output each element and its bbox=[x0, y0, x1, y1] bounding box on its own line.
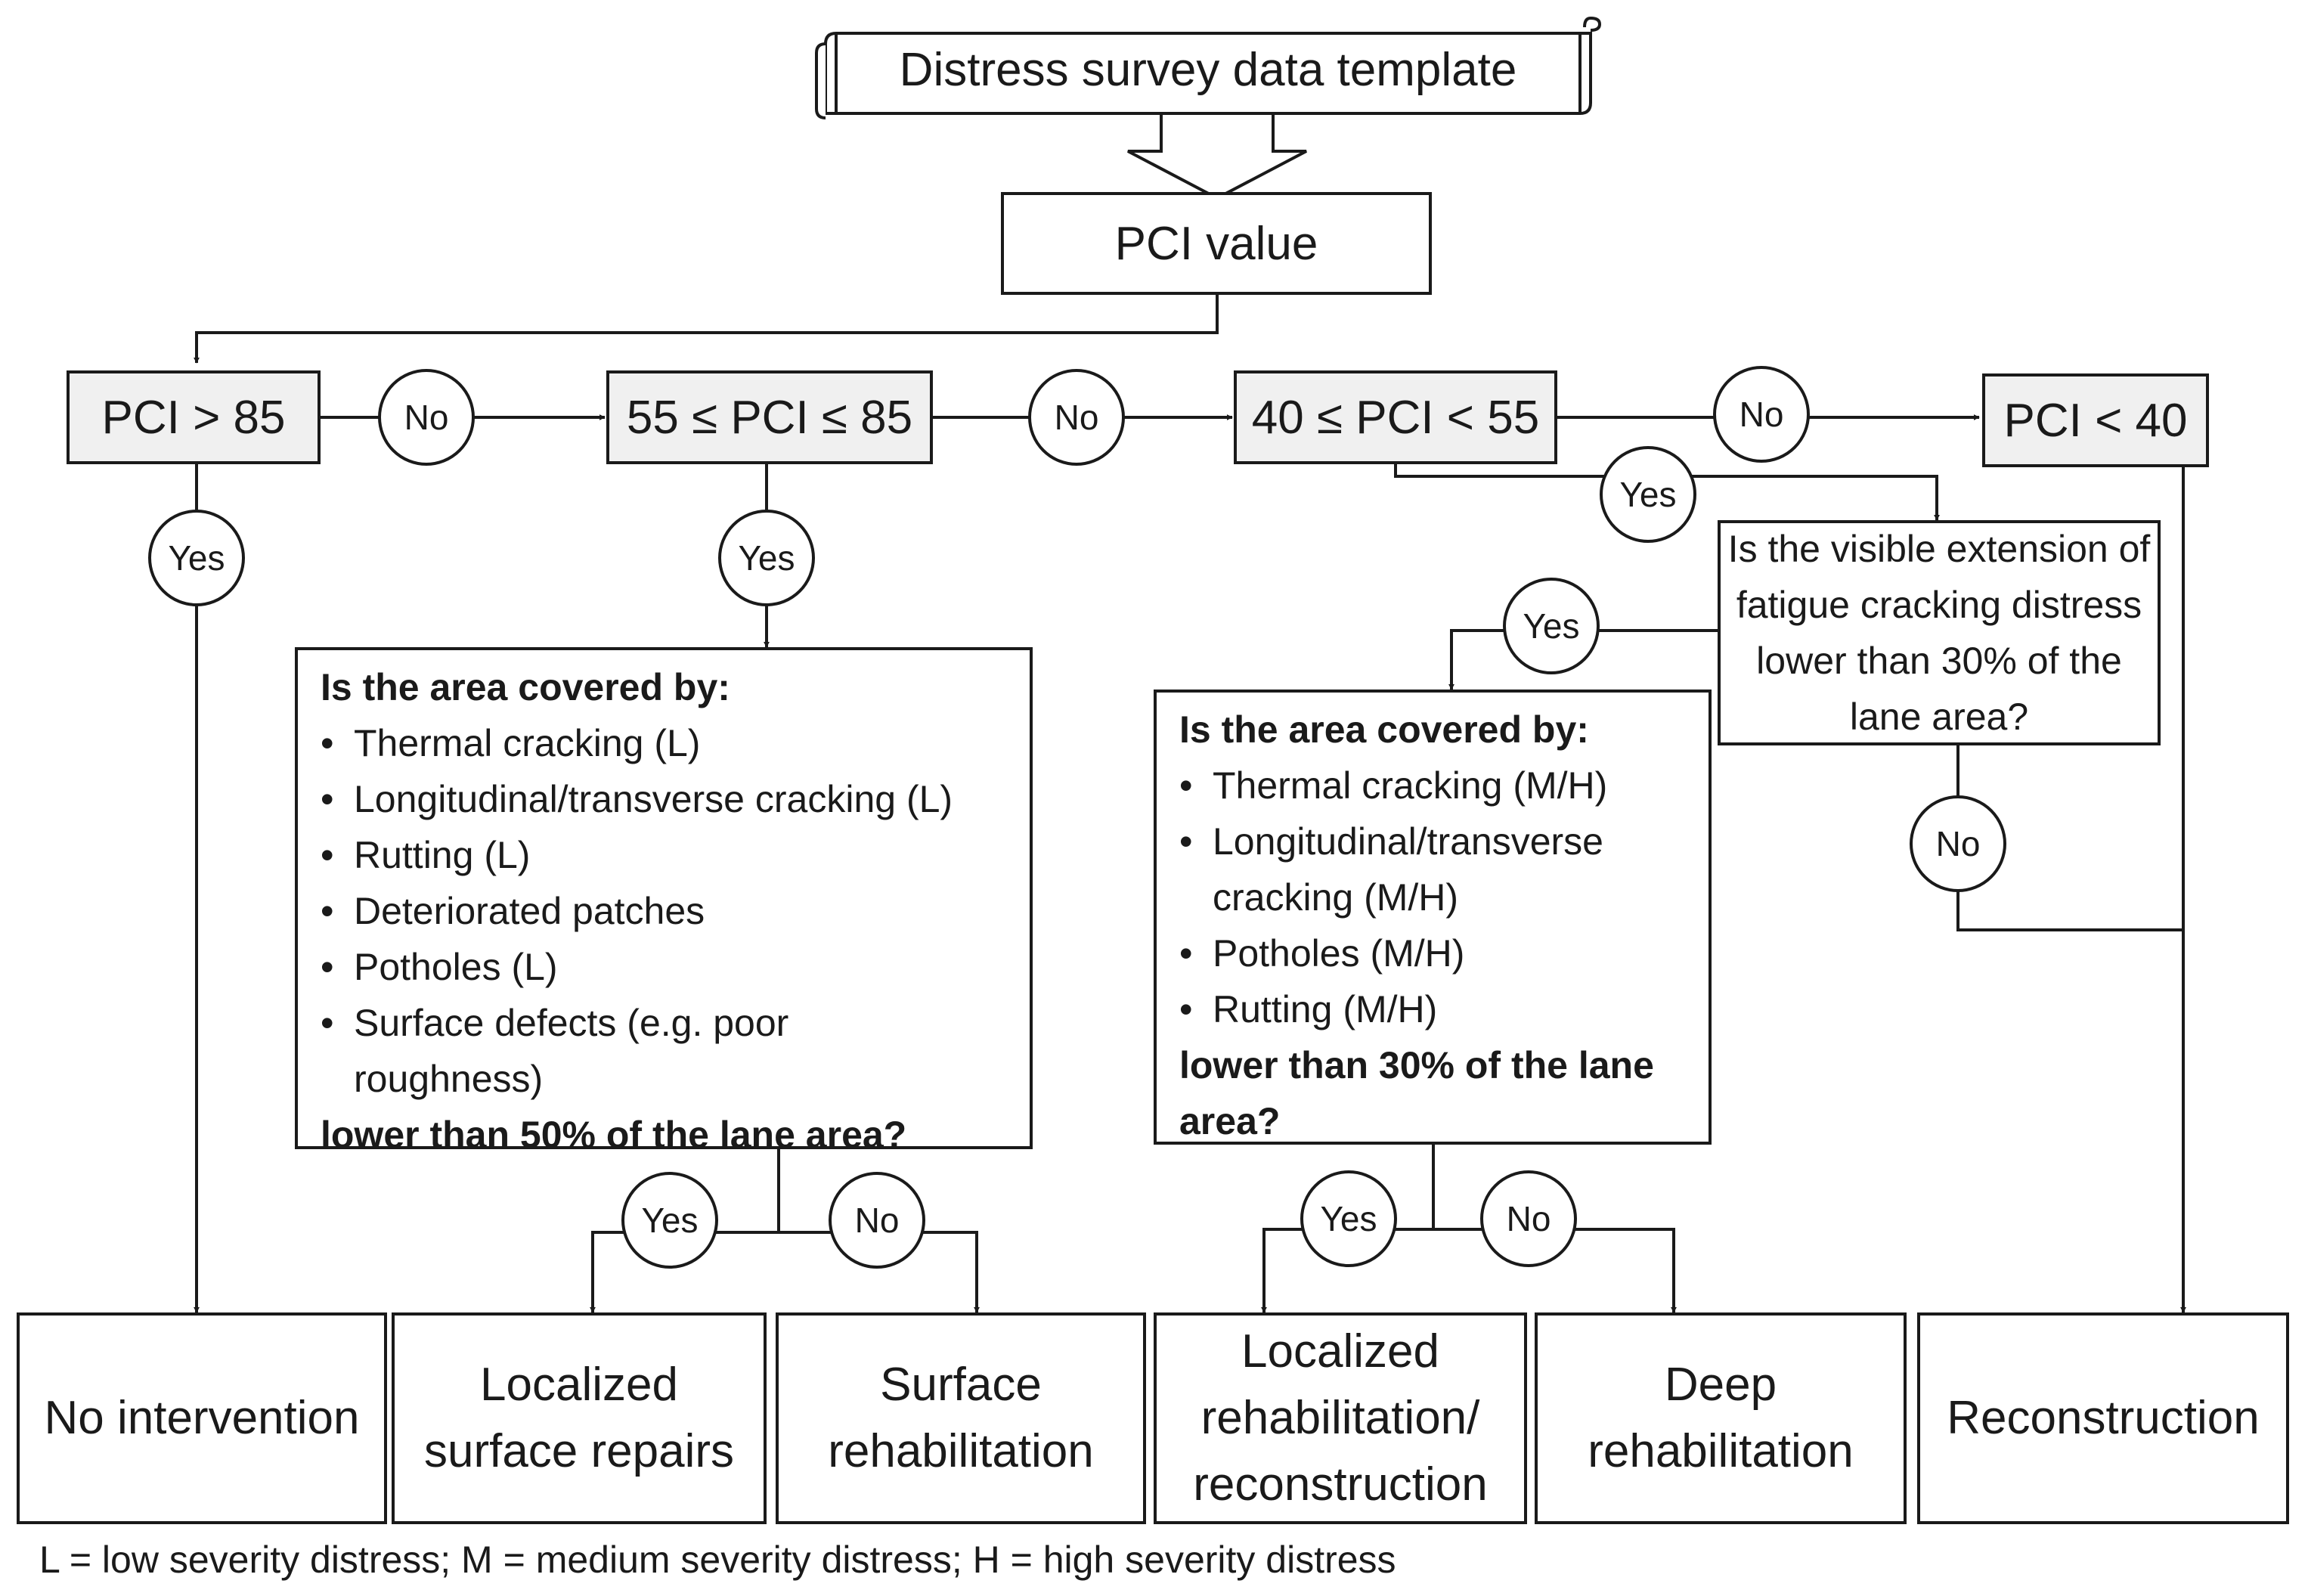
title-scroll: Distress survey data template bbox=[826, 29, 1591, 110]
list-item: Thermal cracking (M/H) bbox=[1179, 758, 1709, 813]
outcome-surface-rehabilitation: Surface rehabilitation bbox=[776, 1312, 1146, 1524]
question-footer: lower than 30% of the lane area? bbox=[1179, 1044, 1654, 1142]
no-decision-circle: No bbox=[378, 369, 475, 466]
no-decision-circle: No bbox=[829, 1172, 925, 1269]
list-item: Surface defects (e.g. poor roughness) bbox=[321, 995, 823, 1107]
yes-decision-circle: Yes bbox=[1300, 1170, 1397, 1267]
no-decision-circle: No bbox=[1713, 366, 1810, 463]
list-item: Thermal cracking (L) bbox=[321, 715, 1030, 771]
criterion-pci-above-85: PCI > 85 bbox=[67, 370, 321, 464]
yes-decision-circle: Yes bbox=[148, 510, 245, 606]
arrow-pci-to-crit1 bbox=[194, 295, 1219, 364]
question-box-distress-30pct: Is the area covered by: Thermal cracking… bbox=[1154, 690, 1712, 1145]
criterion-pci-55-85: 55 ≤ PCI ≤ 85 bbox=[606, 370, 933, 464]
yes-decision-circle: Yes bbox=[718, 510, 815, 606]
question-footer: lower than 50% of the lane area? bbox=[321, 1114, 907, 1156]
distress-list: Thermal cracking (M/H) Longitudinal/tran… bbox=[1179, 758, 1709, 1037]
list-item: Longitudinal/transverse cracking (L) bbox=[321, 771, 1030, 827]
yes-decision-circle: Yes bbox=[621, 1172, 718, 1269]
yes-decision-circle: Yes bbox=[1503, 578, 1600, 674]
list-item: Rutting (L) bbox=[321, 827, 1030, 883]
outcome-deep-rehabilitation: Deep rehabilitation bbox=[1535, 1312, 1907, 1524]
big-down-arrow bbox=[1127, 112, 1307, 200]
no-decision-circle: No bbox=[1028, 369, 1125, 466]
question-box-fatigue-cracking: Is the visible extension of fatigue crac… bbox=[1718, 520, 2161, 745]
yes-decision-circle: Yes bbox=[1600, 446, 1696, 543]
list-item: Rutting (M/H) bbox=[1179, 981, 1709, 1037]
title-scroll-shape bbox=[815, 16, 1602, 119]
pci-value-box: PCI value bbox=[1001, 192, 1432, 295]
no-decision-circle: No bbox=[1910, 795, 2006, 892]
question-box-distress-50pct: Is the area covered by: Thermal cracking… bbox=[295, 647, 1033, 1156]
outcome-localized-surface-repairs: Localized surface repairs bbox=[392, 1312, 767, 1524]
criterion-pci-below-40: PCI < 40 bbox=[1982, 373, 2209, 467]
list-item: Longitudinal/transverse cracking (M/H) bbox=[1179, 813, 1681, 925]
outcome-no-intervention: No intervention bbox=[17, 1312, 387, 1524]
list-item: Potholes (L) bbox=[321, 939, 1030, 995]
question-heading: Is the area covered by: bbox=[1179, 708, 1589, 751]
distress-list: Thermal cracking (L) Longitudinal/transv… bbox=[321, 715, 1030, 1107]
no-decision-circle: No bbox=[1480, 1170, 1577, 1267]
title-text: Distress survey data template bbox=[899, 43, 1517, 96]
severity-legend: L = low severity distress; M = medium se… bbox=[39, 1539, 1396, 1581]
question-heading: Is the area covered by: bbox=[321, 666, 730, 708]
arrow-q3-yes bbox=[1448, 629, 1718, 690]
outcome-reconstruction: Reconstruction bbox=[1917, 1312, 2289, 1524]
outcome-localized-rehabilitation-reconstruction: Localized rehabilitation/ reconstruction bbox=[1154, 1312, 1527, 1524]
list-item: Potholes (M/H) bbox=[1179, 925, 1709, 981]
criterion-pci-40-55: 40 ≤ PCI < 55 bbox=[1234, 370, 1557, 464]
list-item: Deteriorated patches bbox=[321, 883, 1030, 939]
